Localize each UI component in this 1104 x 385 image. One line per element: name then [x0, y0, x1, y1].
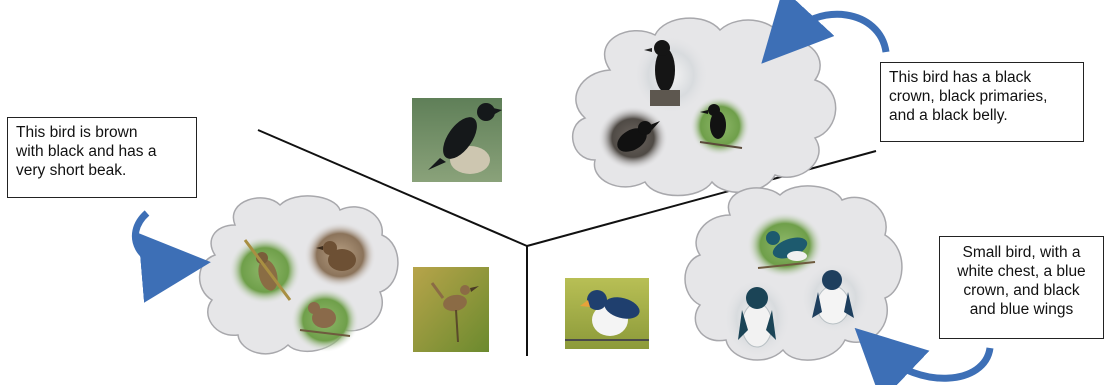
- crow-cluster-image-2: [598, 106, 668, 170]
- wren-main-image: [413, 267, 489, 352]
- crow-main-image: [412, 98, 502, 182]
- wren-caption-line: with black and has a: [16, 143, 157, 160]
- swallow-caption-line: and blue wings: [969, 301, 1074, 318]
- swallow-caption-line: Small bird, with a: [962, 244, 1081, 261]
- wren-caption-line: This bird is brown: [16, 124, 138, 141]
- wren-caption-box: This bird is brown with black and has a …: [7, 117, 197, 198]
- swallow-caption-box: Small bird, with a white chest, a blue c…: [939, 236, 1104, 339]
- crow-cluster-image-1: [633, 35, 709, 115]
- crow-caption-line: This bird has a black: [889, 69, 1032, 86]
- crow-arrow: [761, 0, 890, 64]
- wren-arrow: [132, 210, 211, 303]
- swallow-cluster-image-1: [747, 212, 823, 278]
- swallow-cluster-image-2: [723, 278, 791, 358]
- crow-caption-line: and a black belly.: [889, 107, 1008, 124]
- crow-cluster-image-3: [690, 96, 750, 156]
- divider-line-right: [526, 150, 877, 247]
- swallow-caption-line: white chest, a blue: [957, 263, 1086, 280]
- swallow-caption-line: crown, and black: [963, 282, 1080, 299]
- swallow-arrow: [854, 327, 994, 385]
- crow-caption-box: This bird has a black crown, black prima…: [880, 62, 1084, 142]
- crow-caption-line: crown, black primaries,: [889, 88, 1048, 105]
- divider-line-left: [257, 129, 528, 247]
- wren-cluster-image-1: [229, 236, 301, 304]
- swallow-main-image: [565, 278, 649, 349]
- wren-cluster-image-3: [291, 288, 359, 352]
- wren-cluster-image-2: [304, 222, 376, 288]
- wren-caption-line: very short beak.: [16, 162, 127, 179]
- divider-lines: [257, 129, 877, 356]
- swallow-cluster-image-3: [800, 262, 870, 334]
